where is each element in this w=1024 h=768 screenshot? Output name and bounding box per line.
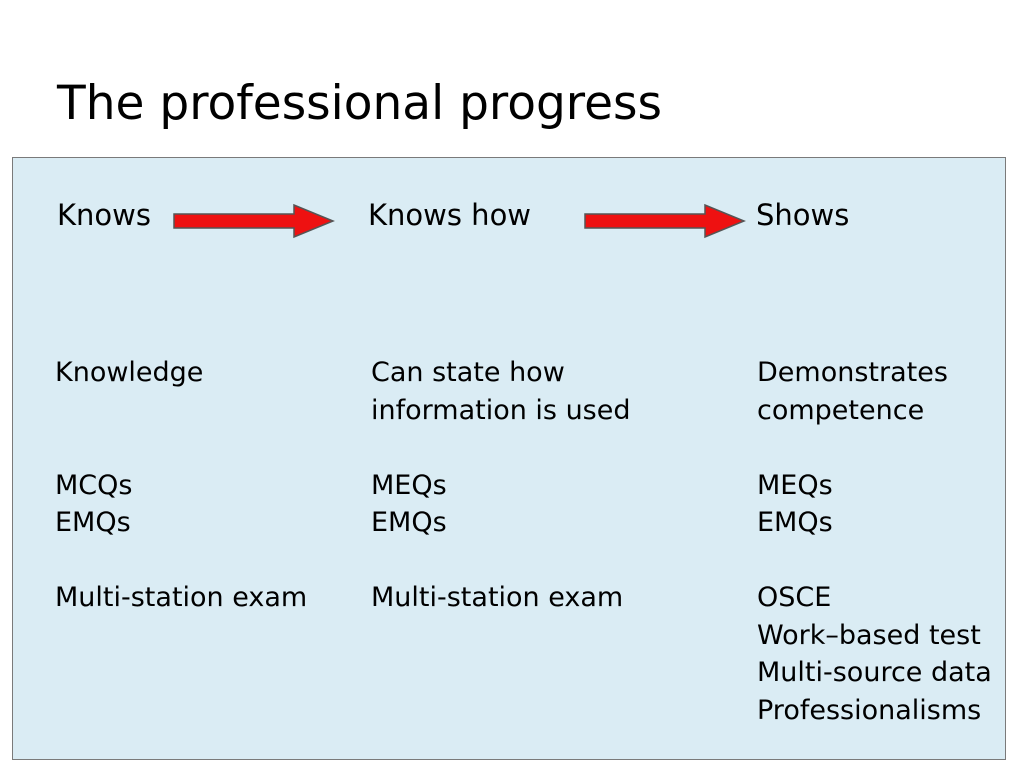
method-item: MEQs xyxy=(371,469,447,501)
description-line: Demonstrates xyxy=(757,357,948,388)
exam-item: Multi-station exam xyxy=(55,582,308,613)
column-shows: Demonstrates competence MEQs EMQs OSCE W… xyxy=(757,354,992,729)
method-item: EMQs xyxy=(55,507,131,538)
stage-knows-how: Knows how xyxy=(368,198,532,232)
stage-shows: Shows xyxy=(756,198,850,232)
exam-item: Multi-source data xyxy=(757,657,992,688)
content-box xyxy=(12,157,1006,760)
method-item: MCQs xyxy=(55,469,133,501)
description-line: information is used xyxy=(371,394,631,426)
exam-item: Work–based test xyxy=(757,619,981,651)
right-arrow-icon xyxy=(584,203,746,239)
exam-item: Professionalisms xyxy=(757,694,982,726)
exam-item: Multi-station exam xyxy=(371,582,624,613)
column-knows: Knowledge MCQs EMQs Multi-station exam xyxy=(55,354,307,617)
method-item: MEQs xyxy=(757,469,833,501)
method-item: EMQs xyxy=(371,507,447,538)
description-line: Knowledge xyxy=(55,357,204,388)
exam-item: OSCE xyxy=(757,582,832,613)
right-arrow-icon xyxy=(173,203,335,239)
description-line: Can state how xyxy=(371,357,565,388)
description-line: competence xyxy=(757,394,925,426)
column-knows-how: Can state how information is used MEQs E… xyxy=(371,354,631,617)
stage-knows: Knows xyxy=(57,198,151,232)
method-item: EMQs xyxy=(757,507,833,538)
slide-title: The professional progress xyxy=(57,76,662,131)
